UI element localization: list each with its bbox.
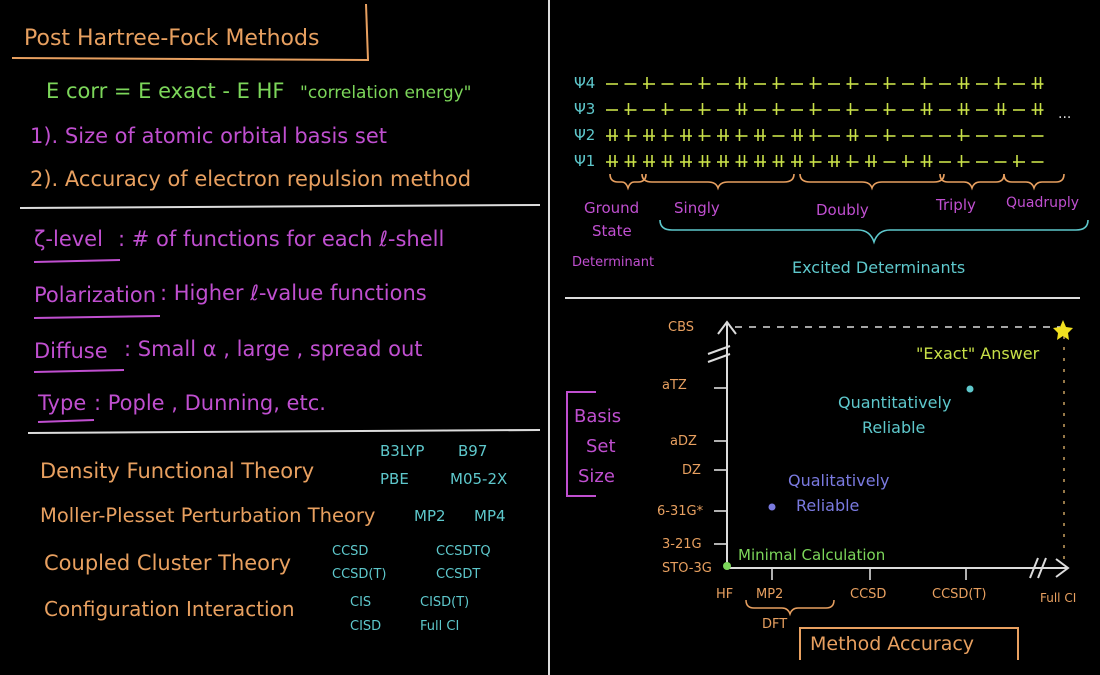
doubly-brace [799, 173, 945, 191]
y-tick-sto-3g: STO-3G [662, 561, 712, 576]
x-tick-ccsd: CCSD [850, 587, 886, 602]
method-pbe: PBE [380, 470, 409, 488]
theory-dft: Density Functional Theory [40, 459, 314, 483]
ground-label-3: Determinant [572, 255, 654, 270]
title-box [11, 3, 370, 62]
quantitative-label-1: Quantitatively [838, 393, 951, 412]
y-tick-3-21g: 3-21G [662, 537, 702, 552]
y-axis-break [707, 345, 731, 363]
exact-answer-star [1053, 320, 1073, 340]
type-term: Type [37, 391, 86, 415]
method-cis: CIS [350, 595, 371, 610]
page-title: Post Hartree-Fock Methods [24, 26, 319, 51]
ground-label-1: Ground [584, 199, 639, 217]
ecorr-quote: "correlation energy" [300, 83, 472, 103]
theory-cc: Coupled Cluster Theory [44, 551, 291, 575]
excited-brace [659, 219, 1089, 245]
quadruply-label: Quadruply [1006, 195, 1079, 211]
quadruply-brace [1003, 173, 1065, 191]
method-m05-2x: M05-2X [450, 470, 507, 488]
method-b3lyp: B3LYP [380, 442, 424, 460]
exact-answer-label: "Exact" Answer [916, 344, 1040, 363]
x-tick-full-ci: Full CI [1040, 591, 1076, 605]
ground-brace [609, 173, 647, 191]
point-repulsion-method: 2). Accuracy of electron repulsion metho… [30, 167, 471, 191]
excited-label: Excited Determinants [792, 258, 965, 277]
point-basis-size: 1). Size of atomic orbital basis set [30, 124, 387, 148]
psi-2-label: Ψ2 [574, 126, 595, 144]
determinant-grid [606, 77, 1044, 167]
psi-3-label: Ψ3 [574, 100, 595, 118]
zeta-text: : # of functions for each ℓ-shell [118, 227, 444, 251]
x-axis-arrow [1055, 558, 1070, 578]
method-ccsd-t: CCSD(T) [332, 567, 387, 582]
y-title-3: Size [578, 466, 615, 487]
method-ccsdtq: CCSDTQ [436, 544, 491, 559]
triply-label: Triply [935, 196, 976, 214]
y-axis-arrow [717, 320, 737, 335]
qualitative-label-1: Qualitatively [788, 471, 889, 490]
left-divider-2 [27, 429, 541, 434]
y-title-box [566, 391, 596, 497]
ecorr-formula: E corr = E exact - E HF [46, 79, 285, 103]
x-tick-hf: HF [716, 587, 733, 602]
method-cisd: CISD [350, 619, 381, 634]
x-axis-break [1029, 557, 1047, 579]
polarization-text: : Higher ℓ-value functions [160, 281, 427, 305]
singly-brace [641, 173, 795, 191]
triply-brace [939, 173, 1005, 191]
method-full-ci: Full CI [420, 619, 459, 634]
y-title-2: Set [586, 436, 616, 457]
quantitative-point [966, 385, 974, 393]
psi-1-label: Ψ1 [574, 152, 595, 170]
theory-ci: Configuration Interaction [44, 597, 295, 621]
qualitative-label-2: Reliable [796, 496, 859, 515]
y-tick-adz: aDZ [670, 434, 697, 449]
quantitative-label-2: Reliable [862, 418, 925, 437]
method-ccsd: CCSD [332, 544, 368, 559]
x-tick-mp2: MP2 [756, 587, 783, 602]
y-tick-cbs: CBS [668, 320, 694, 335]
method-mp4: MP4 [474, 507, 506, 525]
zeta-underline [33, 259, 121, 263]
theory-mp: Moller-Plesset Perturbation Theory [40, 504, 375, 527]
axis-ticks [714, 387, 967, 580]
y-tick-atz: aTZ [662, 378, 687, 393]
type-underline [37, 419, 95, 423]
singly-label: Singly [674, 199, 720, 217]
method-cisd-t: CISD(T) [420, 595, 469, 610]
y-tick-6-31g: 6-31G* [657, 504, 704, 519]
zeta-term: ζ-level [34, 227, 103, 251]
minimal-label: Minimal Calculation [738, 546, 885, 564]
diffuse-term: Diffuse [34, 339, 108, 363]
diffuse-text: : Small α , large , spread out [124, 337, 423, 361]
y-title-1: Basis [574, 406, 621, 427]
method-b97: B97 [458, 442, 487, 460]
dft-label: DFT [762, 617, 787, 632]
ground-label-2: State [592, 222, 632, 240]
more-ellipsis: ... [1058, 106, 1071, 122]
method-ccsdt: CCSDT [436, 567, 480, 582]
diffuse-underline [33, 369, 125, 373]
left-divider-1 [19, 204, 541, 209]
minimal-point [723, 562, 731, 570]
doubly-label: Doubly [816, 201, 869, 219]
x-title-box [799, 627, 1019, 660]
type-text: : Pople , Dunning, etc. [94, 391, 326, 415]
psi-4-label: Ψ4 [574, 74, 595, 92]
method-mp2: MP2 [414, 507, 446, 525]
dft-brace [745, 599, 835, 617]
polarization-underline [33, 315, 161, 319]
qualitative-point [768, 503, 776, 511]
polarization-term: Polarization [34, 283, 156, 307]
x-title: Method Accuracy [810, 633, 974, 655]
x-tick-ccsd-t: CCSD(T) [932, 587, 987, 602]
y-tick-dz: DZ [682, 463, 701, 478]
